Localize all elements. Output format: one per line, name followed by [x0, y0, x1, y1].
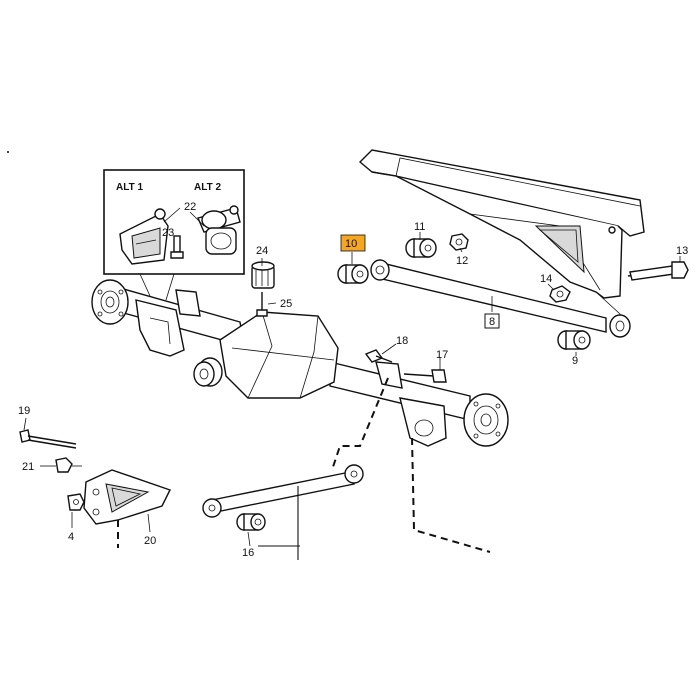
alt2-label: ALT 2	[194, 182, 221, 193]
nut-4	[67, 493, 85, 511]
alt1-mount	[119, 208, 169, 265]
bushing-9	[557, 330, 591, 350]
nut-14	[549, 285, 571, 303]
bushing-10	[337, 264, 369, 284]
callout-8: 8	[489, 316, 495, 328]
callout-19: 19	[18, 405, 30, 417]
callout-21: 21	[22, 461, 34, 473]
callout-10: 10	[345, 238, 357, 250]
reference-line-right	[411, 437, 491, 553]
alt2-mount	[197, 205, 241, 255]
highlight-box-10	[340, 234, 366, 252]
callout-20: 20	[144, 535, 156, 547]
callout-25: 25	[280, 298, 292, 310]
bolt-19	[19, 429, 77, 449]
alt1-label: ALT 1	[116, 182, 143, 193]
alternatives-inset: ALT 1 ALT 2 22 23	[103, 169, 245, 275]
callout-8-box	[484, 313, 500, 329]
callout-17: 17	[436, 349, 448, 361]
callout-22: 22	[184, 201, 196, 213]
bolt-18	[364, 349, 393, 363]
callout-12: 12	[456, 255, 468, 267]
lower-link-rod	[202, 464, 364, 518]
callout-9: 9	[572, 355, 578, 367]
frame-hole	[608, 226, 616, 234]
scan-speck	[7, 151, 9, 153]
axle-housing	[91, 279, 509, 447]
callout-11: 11	[414, 221, 425, 233]
callout-24: 24	[256, 245, 268, 257]
callout-4: 4	[68, 531, 74, 543]
bushing-16	[236, 513, 266, 531]
reference-line-center	[331, 377, 389, 471]
bolt-23	[170, 235, 184, 259]
rubber-mount-24	[251, 261, 275, 289]
bushing-11	[405, 238, 437, 258]
callout-16: 16	[242, 547, 254, 559]
callout-18: 18	[396, 335, 408, 347]
screw-25	[256, 292, 268, 317]
bolt-17	[403, 369, 447, 383]
nut-12	[449, 233, 469, 251]
bolt-13	[627, 261, 689, 281]
callout-23: 23	[162, 227, 174, 239]
callout-14: 14	[540, 273, 552, 285]
callout-13: 13	[676, 245, 688, 257]
nut-21	[55, 457, 82, 473]
bracket-20	[83, 469, 171, 525]
